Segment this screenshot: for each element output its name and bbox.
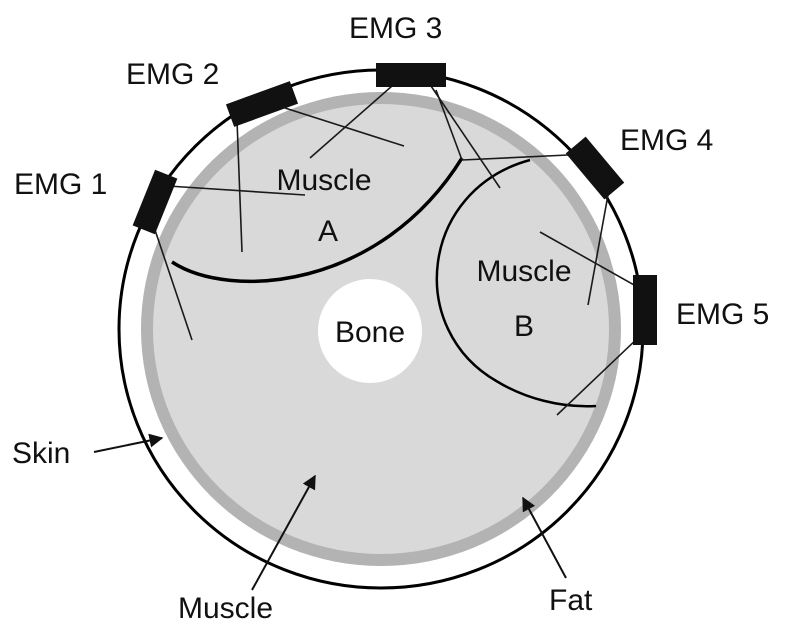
muscle-b-label-line1: Muscle xyxy=(476,255,571,288)
fat-label: Fat xyxy=(549,584,593,617)
emg3-electrode xyxy=(376,63,446,87)
emg5-electrode xyxy=(633,275,657,345)
emg5-label: EMG 5 xyxy=(676,298,769,331)
skin-label: Skin xyxy=(12,437,70,470)
muscle-a-label-line2: A xyxy=(318,215,338,248)
bone-label: Bone xyxy=(335,316,405,349)
emg1-label: EMG 1 xyxy=(14,168,107,201)
muscle-a-label-line1: Muscle xyxy=(276,164,371,197)
emg2-label: EMG 2 xyxy=(126,58,219,91)
emg4-label: EMG 4 xyxy=(620,124,713,157)
emg3-label: EMG 3 xyxy=(349,12,442,45)
muscle-outer-label: Muscle xyxy=(178,592,273,625)
muscle-b-label-line2: B xyxy=(514,310,534,343)
